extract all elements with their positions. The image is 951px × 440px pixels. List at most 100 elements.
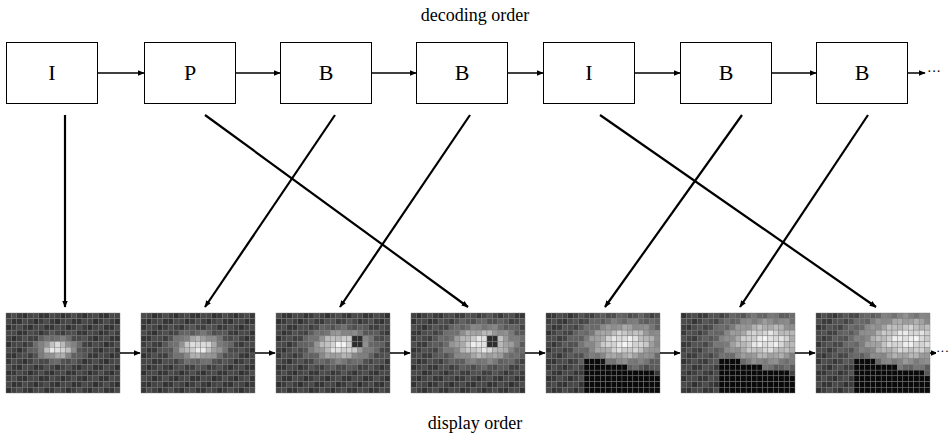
pixel-cell: [427, 324, 432, 330]
pixel-cell: [719, 330, 724, 336]
pixel-cell: [487, 330, 492, 336]
pixel-cell: [925, 313, 930, 319]
pixel-cell: [821, 324, 826, 330]
pixel-cell: [622, 353, 627, 359]
pixel-cell: [503, 370, 508, 376]
pixel-cell: [870, 330, 875, 336]
pixel-cell: [881, 364, 886, 370]
pixel-cell: [649, 353, 654, 359]
pixel-cell: [520, 353, 525, 359]
pixel-cell: [44, 324, 49, 330]
pixel-cell: [71, 353, 76, 359]
pixel-cell: [887, 370, 892, 376]
pixel-cell: [741, 330, 746, 336]
pixel-cell: [444, 347, 449, 353]
pixel-cell: [655, 387, 660, 393]
pixel-cell: [854, 347, 859, 353]
pixel-cell: [595, 313, 600, 319]
pixel-cell: [217, 347, 222, 353]
pixel-cell: [724, 313, 729, 319]
pixel-cell: [752, 319, 757, 325]
pixel-cell: [368, 382, 373, 388]
pixel-cell: [17, 387, 22, 393]
pixel-cell: [595, 330, 600, 336]
pixel-cell: [104, 347, 109, 353]
pixel-cell: [309, 319, 314, 325]
pixel-cell: [303, 364, 308, 370]
pixel-cell: [595, 353, 600, 359]
pixel-cell: [589, 336, 594, 342]
pixel-cell: [568, 359, 573, 365]
pixel-cell: [633, 359, 638, 365]
pixel-cell: [287, 370, 292, 376]
pixel-cell: [551, 313, 556, 319]
pixel-cell: [622, 313, 627, 319]
pixel-cell: [66, 324, 71, 330]
pixel-cell: [746, 370, 751, 376]
pixel-cell: [579, 342, 584, 348]
pixel-cell: [66, 347, 71, 353]
pixel-cell: [681, 347, 686, 353]
pixel-cell: [779, 353, 784, 359]
pixel-cell: [784, 313, 789, 319]
pixel-cell: [281, 387, 286, 393]
pixel-cell: [498, 364, 503, 370]
pixel-cell: [109, 382, 114, 388]
pixel-cell: [60, 359, 65, 365]
pixel-cell: [82, 364, 87, 370]
pixel-cell: [104, 370, 109, 376]
pixel-cell: [28, 364, 33, 370]
pixel-cell: [568, 364, 573, 370]
pixel-cell: [476, 359, 481, 365]
pixel-cell: [606, 342, 611, 348]
pixel-cell: [790, 353, 795, 359]
pixel-cell: [681, 313, 686, 319]
pixel-cell: [168, 330, 173, 336]
pixel-cell: [141, 364, 146, 370]
pixel-cell: [768, 376, 773, 382]
pixel-cell: [697, 364, 702, 370]
pixel-cell: [411, 336, 416, 342]
pixel-cell: [379, 359, 384, 365]
pixel-cell: [757, 376, 762, 382]
pixel-cell: [735, 382, 740, 388]
pixel-cell: [692, 364, 697, 370]
pixel-cell: [735, 370, 740, 376]
pixel-cell: [281, 313, 286, 319]
pixel-cell: [606, 330, 611, 336]
pixel-cell: [6, 387, 11, 393]
pixel-cell: [854, 342, 859, 348]
pixel-cell: [22, 364, 27, 370]
pixel-cell: [190, 330, 195, 336]
pixel-cell: [509, 359, 514, 365]
pixel-cell: [881, 347, 886, 353]
pixel-cell: [44, 382, 49, 388]
pixel-cell: [779, 313, 784, 319]
pixel-cell: [514, 336, 519, 342]
pixel-cell: [773, 342, 778, 348]
pixel-cell: [562, 336, 567, 342]
pixel-cell: [438, 353, 443, 359]
pixel-cell: [168, 347, 173, 353]
pixel-cell: [433, 353, 438, 359]
pixel-cell: [22, 382, 27, 388]
pixel-cell: [347, 359, 352, 365]
pixel-cell: [363, 336, 368, 342]
pixel-cell: [298, 313, 303, 319]
pixel-cell: [239, 387, 244, 393]
pixel-cell: [520, 376, 525, 382]
pixel-cell: [562, 353, 567, 359]
pixel-cell: [724, 359, 729, 365]
pixel-cell: [482, 347, 487, 353]
pixel-cell: [33, 353, 38, 359]
pixel-cell: [244, 376, 249, 382]
pixel-cell: [919, 324, 924, 330]
pixel-cell: [644, 330, 649, 336]
pixel-cell: [730, 330, 735, 336]
pixel-cell: [17, 347, 22, 353]
pixel-cell: [276, 376, 281, 382]
pixel-cell: [336, 347, 341, 353]
pixel-cell: [385, 370, 390, 376]
pixel-cell: [303, 324, 308, 330]
pixel-cell: [633, 347, 638, 353]
